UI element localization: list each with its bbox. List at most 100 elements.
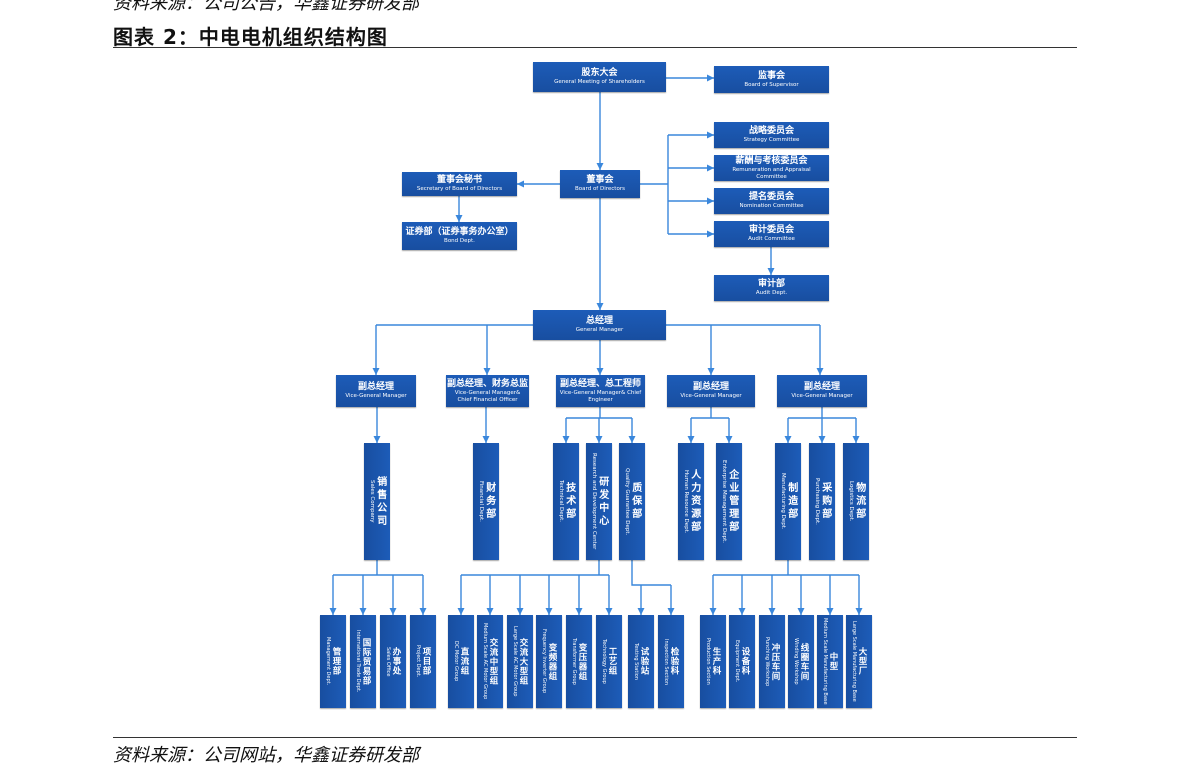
- node-quality-dept: 质保部 Quality Guarantee Dept.: [619, 443, 645, 560]
- node-label-en: Frequency Inverter Group: [541, 629, 547, 694]
- node-label-en: Audit Committee: [748, 236, 795, 243]
- node-label-cn: 项目部: [421, 647, 431, 676]
- node-nomination-committee: 提名委员会 Nomination Committee: [714, 188, 829, 214]
- node-transformer-group: 变压器组 Transformer Group: [566, 615, 592, 708]
- node-label-en: Nomination Committee: [739, 203, 804, 210]
- node-label-cn: 大型厂: [857, 647, 867, 676]
- node-label-en: Management Dept.: [325, 637, 331, 686]
- node-project-dept: 项目部 Project Dept.: [410, 615, 436, 708]
- connector-board-committees-trunk: [640, 135, 669, 234]
- node-label-en: International Trade Dept.: [355, 630, 361, 693]
- node-remuneration-committee: 薪酬与考核委员会 Remuneration and Appraisal Comm…: [714, 155, 829, 181]
- node-label-cn: 设备科: [740, 647, 750, 676]
- node-hr-dept: 人力资源部 Human Resource Dept.: [678, 443, 704, 560]
- node-technology-group: 工艺组 Technology Group: [596, 615, 622, 708]
- node-dc-motor-group: 直流组 DC Motor Group: [448, 615, 474, 708]
- node-label-en: Audit Dept.: [755, 290, 788, 297]
- node-label-en: Human Resource Dept.: [682, 469, 689, 534]
- node-label-en: General Meeting of Shareholders: [554, 79, 645, 86]
- node-label-en: Testing Station: [633, 643, 639, 680]
- connector-sales-branch: [333, 560, 423, 576]
- source-note-top: 资料来源：公司公告，华鑫证券研发部: [113, 0, 419, 14]
- node-manufacturing-dept: 制造部 Manufacturing Dept.: [775, 443, 801, 560]
- node-vice-gm-5: 副总经理 Vice-General Manager: [777, 375, 867, 407]
- node-label-en: Technology Group: [601, 639, 607, 684]
- node-vice-gm-1: 副总经理 Vice-General Manager: [336, 375, 416, 407]
- node-winding-workshop: 线圈车间 Winding Workshop: [788, 615, 814, 708]
- node-label-en: Punching Workshop: [764, 636, 770, 687]
- node-label-en: Board of Directors: [575, 186, 625, 193]
- node-management-dept: 管理部 Management Dept.: [320, 615, 346, 708]
- connector-vgm4-branch: [691, 407, 729, 419]
- node-label-cn: 副总经理、总工程师: [559, 379, 641, 389]
- node-label-cn: 监事会: [757, 70, 785, 81]
- node-label-cn: 直流组: [459, 647, 469, 676]
- node-label-cn: 交流中型组: [488, 637, 498, 686]
- node-general-manager: 总经理 General Manager: [533, 310, 666, 340]
- node-label-en: Vice-General Manager: [680, 393, 742, 400]
- node-label-cn: 证券部（证券事务办公室）: [405, 227, 514, 238]
- node-label-cn: 技术部: [563, 482, 575, 521]
- node-label-en: Production Section: [705, 638, 711, 685]
- node-label-en: Vice-General Manager: [791, 393, 853, 400]
- node-label-en: Large Scale AC Motor Group: [512, 626, 518, 697]
- node-label-en: Remuneration and Appraisal Committee: [732, 167, 811, 180]
- node-label-cn: 采购部: [819, 482, 831, 521]
- node-label-en: Bond Dept.: [444, 238, 475, 245]
- node-label-cn: 制造部: [785, 482, 797, 521]
- node-label-en: Transformer Group: [571, 638, 577, 685]
- node-label-cn: 国际贸易部: [361, 637, 371, 686]
- connector-quality-branch: [631, 560, 671, 586]
- node-label-en: Logistics Dept.: [847, 481, 854, 522]
- node-audit-dept: 审计部 Audit Dept.: [714, 275, 829, 301]
- node-production-section: 生产科 Production Section: [700, 615, 726, 708]
- node-international-trade-dept: 国际贸易部 International Trade Dept.: [350, 615, 376, 708]
- node-audit-committee: 审计委员会 Audit Committee: [714, 221, 829, 247]
- node-label-en: Manufacturing Dept.: [779, 473, 786, 530]
- node-label-cn: 提名委员会: [748, 192, 794, 203]
- node-label-cn: 战略委员会: [748, 126, 794, 137]
- node-label-en: Equipment Dept.: [734, 640, 740, 683]
- connector-mfg-branch: [713, 560, 859, 576]
- node-label-en: Purchasing Dept.: [813, 478, 820, 525]
- node-label-en: Secretary of Board of Directors: [416, 186, 503, 193]
- node-label-cn: 线圈车间: [799, 642, 809, 681]
- node-label-cn: 薪酬与考核委员会: [735, 156, 808, 166]
- node-label-cn: 审计委员会: [748, 225, 794, 236]
- node-label-en: Vice-General Manager& Chief Financial Of…: [454, 390, 521, 403]
- node-label-en: Enterprise Management Dept.: [720, 459, 727, 544]
- node-label-cn: 冲压车间: [770, 642, 780, 681]
- node-punching-workshop: 冲压车间 Punching Workshop: [759, 615, 785, 708]
- connectors-gm-vgm: [372, 324, 824, 375]
- node-vice-gm-3: 副总经理、总工程师 Vice-General Manager& Chief En…: [556, 375, 645, 407]
- node-label-cn: 人力资源部: [688, 469, 700, 534]
- node-label-en: Financial Dept.: [477, 481, 484, 522]
- connector-rnd-branch: [461, 560, 609, 576]
- node-supervisor: 监事会 Board of Supervisor: [714, 66, 829, 93]
- node-label-en: Research and Development Center: [590, 453, 597, 550]
- node-label-en: Board of Supervisor: [744, 81, 799, 88]
- node-label-cn: 中型: [828, 652, 838, 671]
- node-label-en: Medium Scale AC Motor Group: [482, 623, 488, 700]
- node-sales-company: 销售公司 Sales Company: [364, 443, 390, 560]
- node-label-cn: 财务部: [483, 482, 495, 521]
- node-financial-dept: 财务部 Financial Dept.: [473, 443, 499, 560]
- node-inverter-group: 变频器组 Frequency Inverter Group: [536, 615, 562, 708]
- node-label-cn: 变压器组: [577, 642, 587, 681]
- node-label-en: DC Motor Group: [453, 641, 459, 682]
- node-secretary: 董事会秘书 Secretary of Board of Directors: [402, 172, 517, 196]
- node-inspection-section: 检验科 Inspection Section: [658, 615, 684, 708]
- connector-vgm5-branch: [788, 407, 856, 419]
- node-label-cn: 副总经理: [692, 382, 729, 393]
- node-label-cn: 办事处: [391, 647, 401, 676]
- node-label-cn: 研发中心: [596, 475, 608, 528]
- node-label-cn: 工艺组: [607, 647, 617, 676]
- node-vice-gm-2: 副总经理、财务总监 Vice-General Manager& Chief Fi…: [446, 375, 529, 407]
- node-strategy-committee: 战略委员会 Strategy Committee: [714, 122, 829, 148]
- node-sales-office: 办事处 Sales Office: [380, 615, 406, 708]
- node-testing-station: 试验站 Testing Station: [628, 615, 654, 708]
- node-label-cn: 股东大会: [581, 68, 618, 79]
- node-bond-dept: 证券部（证券事务办公室） Bond Dept.: [402, 222, 517, 250]
- node-label-en: Strategy Committee: [743, 137, 800, 144]
- node-label-cn: 总经理: [585, 316, 613, 327]
